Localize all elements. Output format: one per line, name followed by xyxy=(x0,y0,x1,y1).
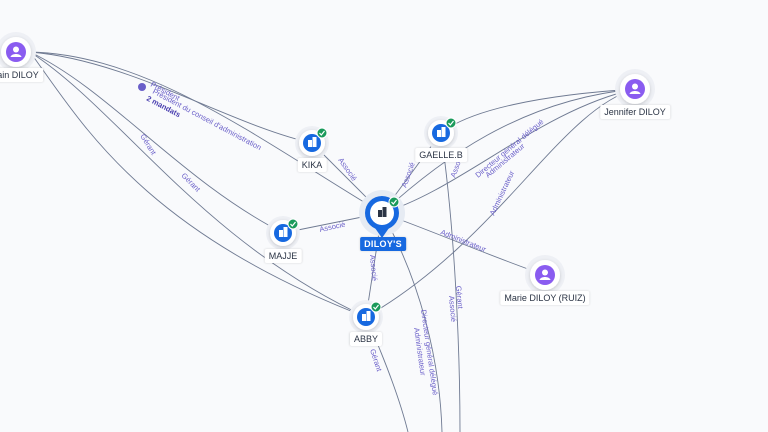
edge-alain-abby-2 xyxy=(29,51,367,318)
edges xyxy=(29,51,636,432)
node-abby[interactable] xyxy=(349,300,383,334)
node-majje[interactable] xyxy=(266,216,300,250)
edge-labels: Président Président du conseil d'adminis… xyxy=(138,80,545,396)
edge-label: Président du conseil d'administration xyxy=(151,87,263,152)
building-icon xyxy=(437,127,446,137)
edge-alain-majje xyxy=(29,51,284,234)
building-icon xyxy=(378,207,387,217)
node-marie[interactable] xyxy=(525,255,565,295)
edge-label: Gérant xyxy=(138,132,158,157)
edge-label: Administrateur xyxy=(439,228,488,255)
node-label-jennifer: Jennifer DILOY xyxy=(600,105,670,119)
check-icon xyxy=(287,218,299,230)
person-icon xyxy=(625,79,645,99)
node-label-gaelle: GAELLE.B xyxy=(415,148,467,162)
check-icon xyxy=(445,117,457,129)
edge-alain-diloys xyxy=(29,51,383,214)
node-label-alain: ain DILOY xyxy=(0,68,43,82)
node-label-kika: KIKA xyxy=(297,158,327,172)
edge-jennifer-diloys-1 xyxy=(381,88,636,214)
edge-label: Gérant xyxy=(180,171,203,194)
edge-alain-kika xyxy=(29,51,313,144)
edge-jennifer-diloys-2 xyxy=(381,88,636,214)
person-icon xyxy=(535,265,555,285)
mandates-badge xyxy=(138,83,146,91)
building-icon xyxy=(279,227,288,237)
edge-label: Associé xyxy=(399,161,416,189)
node-label-abby: ABBY xyxy=(349,332,383,346)
edge-label: Associé xyxy=(368,254,379,281)
node-label-majje: MAJJE xyxy=(264,249,302,263)
edge-jennifer-abby xyxy=(365,88,636,318)
check-icon xyxy=(388,196,400,208)
edge-gaelle-bottom xyxy=(440,132,461,432)
edge-label: Associé xyxy=(447,295,458,322)
person-icon xyxy=(6,42,26,62)
check-icon xyxy=(370,301,382,313)
node-jennifer[interactable] xyxy=(615,69,655,109)
node-kika[interactable] xyxy=(295,126,329,160)
node-label-diloys: DILOY'S xyxy=(360,237,406,251)
node-alain[interactable] xyxy=(0,32,36,72)
node-label-marie: Marie DILOY (RUIZ) xyxy=(500,291,590,305)
node-gaelle[interactable] xyxy=(424,116,458,150)
edge-alain-abby xyxy=(29,51,367,318)
edge-label: Associé xyxy=(319,220,347,234)
building-icon xyxy=(362,311,371,321)
edge-label: Gérant xyxy=(454,285,465,310)
check-icon xyxy=(316,127,328,139)
building-icon xyxy=(308,137,317,147)
node-diloys-main[interactable] xyxy=(359,190,405,238)
edge-label: Gérant xyxy=(368,348,384,373)
